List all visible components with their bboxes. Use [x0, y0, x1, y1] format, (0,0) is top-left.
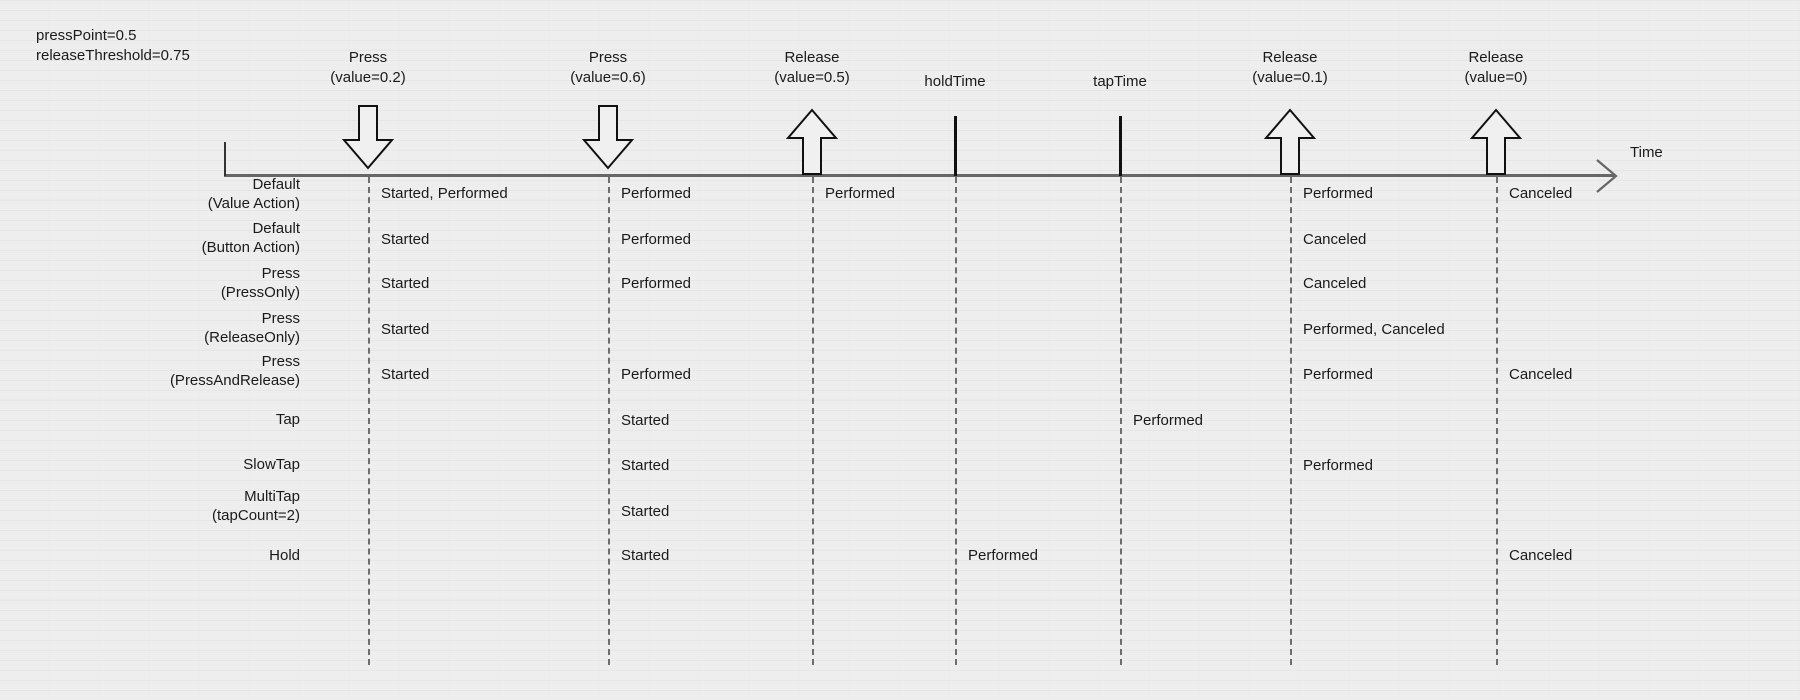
- column-guide-release-0-5: [812, 177, 814, 665]
- press-arrow-icon-press-0-6: [580, 104, 636, 176]
- cell-1-release-0-1: Canceled: [1303, 231, 1367, 248]
- press-arrow-icon-press-0-2: [340, 104, 396, 176]
- time-marker-taptime: [1119, 116, 1122, 176]
- cell-4-press-0-6: Performed: [621, 366, 692, 383]
- row-label-3: Press (ReleaseOnly): [204, 310, 300, 346]
- row-label-6: SlowTap: [243, 456, 300, 473]
- cell-2-press-0-6: Performed: [621, 275, 692, 292]
- row-label-8: Hold: [269, 547, 300, 564]
- row-label-2: Press (PressOnly): [220, 265, 300, 301]
- cell-4-release-0-1: Performed: [1303, 366, 1374, 383]
- event-label-holdtime: holdTime: [924, 73, 986, 90]
- cell-4-release-0: Canceled: [1509, 366, 1573, 383]
- parameters-annotation: pressPoint=0.5 releaseThreshold=0.75: [36, 27, 190, 64]
- cell-5-taptime: Performed: [1133, 412, 1204, 429]
- column-guide-taptime: [1120, 177, 1122, 665]
- release-arrow-icon-release-0-1: [1262, 104, 1318, 176]
- cell-1-press-0-6: Performed: [621, 231, 692, 248]
- column-guide-press-0-6: [608, 177, 610, 665]
- cell-8-holdtime: Performed: [968, 547, 1039, 564]
- column-guide-release-0-1: [1290, 177, 1292, 665]
- cell-8-release-0: Canceled: [1509, 547, 1573, 564]
- event-label-release-0: Release (value=0): [1464, 49, 1528, 86]
- row-label-7: MultiTap (tapCount=2): [212, 488, 300, 524]
- cell-6-press-0-6: Started: [621, 457, 670, 474]
- cell-6-release-0-1: Performed: [1303, 457, 1374, 474]
- row-label-0: Default (Value Action): [207, 176, 300, 212]
- cell-0-release-0-1: Performed: [1303, 185, 1374, 202]
- cell-4-press-0-2: Started: [381, 366, 430, 383]
- column-guide-release-0: [1496, 177, 1498, 665]
- time-axis-start-tick: [224, 142, 226, 176]
- release-arrow-icon-release-0-5: [784, 104, 840, 176]
- cell-5-press-0-6: Started: [621, 412, 670, 429]
- release-arrow-icon-release-0: [1468, 104, 1524, 176]
- time-axis-line: [224, 174, 1614, 177]
- event-label-press-0-6: Press (value=0.6): [570, 49, 646, 86]
- cell-0-press-0-2: Started, Performed: [381, 185, 508, 202]
- cell-8-press-0-6: Started: [621, 547, 670, 564]
- cell-0-press-0-6: Performed: [621, 185, 692, 202]
- cell-2-release-0-1: Canceled: [1303, 275, 1367, 292]
- event-label-taptime: tapTime: [1093, 73, 1147, 90]
- column-guide-holdtime: [955, 177, 957, 665]
- event-label-release-0-5: Release (value=0.5): [774, 49, 850, 86]
- event-label-release-0-1: Release (value=0.1): [1252, 49, 1328, 86]
- cell-0-release-0-5: Performed: [825, 185, 896, 202]
- row-label-5: Tap: [275, 411, 300, 428]
- time-axis-label: Time: [1630, 144, 1663, 161]
- cell-3-press-0-2: Started: [381, 321, 430, 338]
- cell-7-press-0-6: Started: [621, 503, 670, 520]
- cell-2-press-0-2: Started: [381, 275, 430, 292]
- row-label-1: Default (Button Action): [201, 220, 300, 256]
- event-label-press-0-2: Press (value=0.2): [330, 49, 406, 86]
- cell-0-release-0: Canceled: [1509, 185, 1573, 202]
- cell-1-press-0-2: Started: [381, 231, 430, 248]
- time-marker-holdtime: [954, 116, 957, 176]
- row-label-4: Press (PressAndRelease): [169, 353, 300, 389]
- time-axis-arrow-icon: [1596, 159, 1618, 193]
- column-guide-press-0-2: [368, 177, 370, 665]
- cell-3-release-0-1: Performed, Canceled: [1303, 321, 1445, 338]
